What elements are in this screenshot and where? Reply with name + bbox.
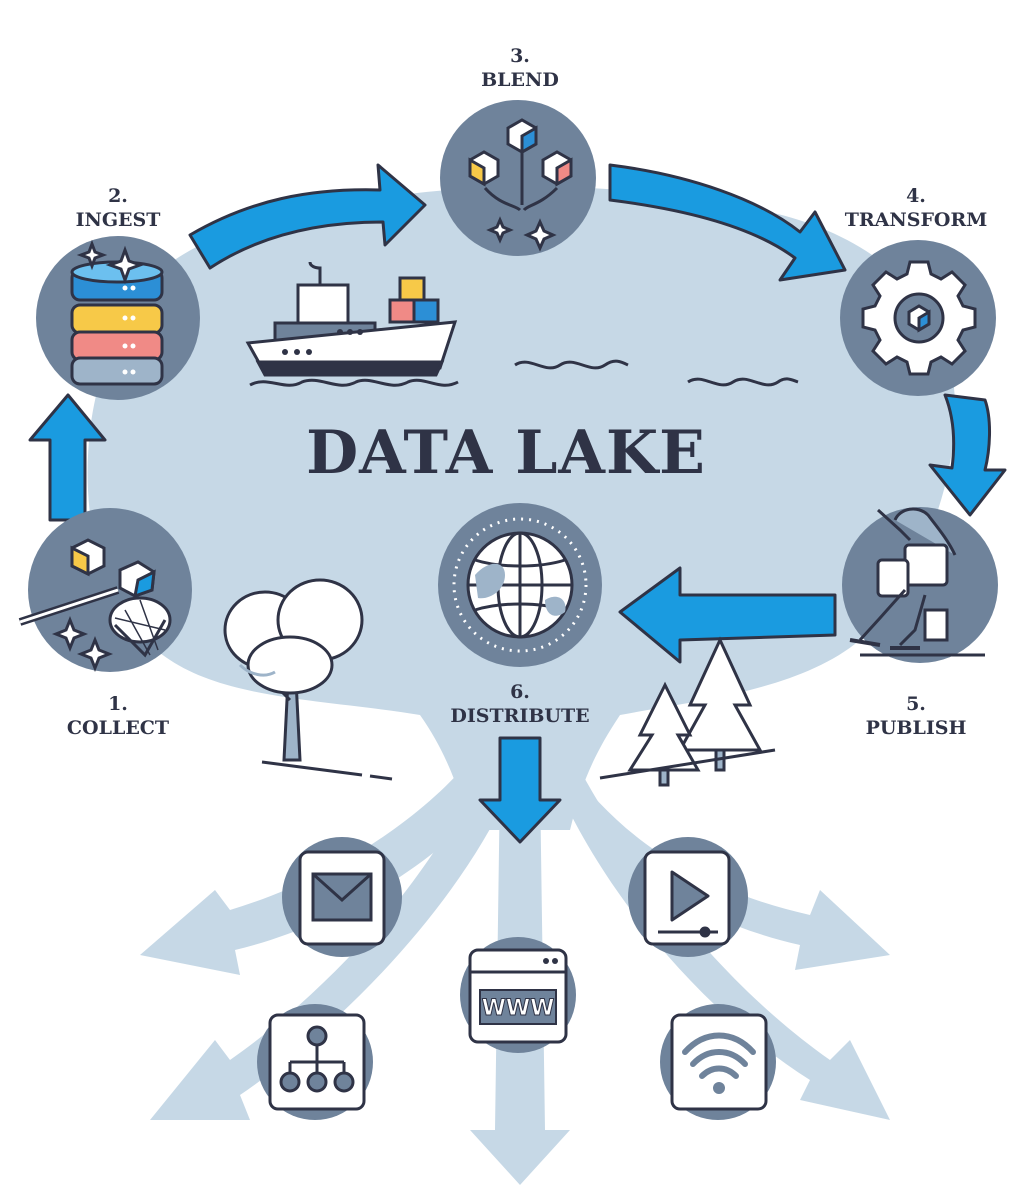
step-publish-icon (842, 507, 998, 663)
step-number: 5. (906, 693, 926, 715)
step-publish-label: 5. PUBLISH (826, 692, 1006, 740)
step-ingest-label: 2. INGEST (28, 184, 208, 232)
step-number: 2. (108, 185, 128, 207)
output-web: WWW (460, 937, 576, 1053)
diagram-title: DATA LAKE (306, 418, 706, 488)
step-blend-label: 3. BLEND (430, 44, 610, 92)
arrow-publish-to-distribute (618, 566, 837, 664)
step-transform-label: 4. TRANSFORM (826, 184, 1006, 232)
output-video (628, 837, 748, 957)
step-number: 4. (906, 185, 926, 207)
arrow-blend-to-transform (608, 163, 847, 282)
step-name: INGEST (75, 209, 161, 231)
step-distribute-label: 6. DISTRIBUTE (430, 680, 610, 728)
step-name: PUBLISH (865, 717, 967, 739)
www-label: WWW (482, 996, 555, 1021)
output-email (282, 837, 402, 957)
arrow-transform-to-publish (928, 393, 1007, 517)
step-name: DISTRIBUTE (450, 705, 590, 727)
step-name: BLEND (481, 69, 559, 91)
cycle-arrows (28, 163, 1007, 844)
email-envelope-icon (311, 872, 373, 922)
hierarchy-network-icon (279, 1025, 355, 1093)
step-number: 1. (108, 693, 128, 715)
pine-trees-illustration (599, 636, 776, 787)
step-number: 6. (510, 681, 530, 703)
arrow-collect-to-ingest (28, 393, 107, 522)
video-play-icon (658, 870, 718, 938)
step-number: 3. (510, 45, 530, 67)
step-distribute-globe-icon (438, 503, 602, 667)
step-transform-icon (840, 240, 996, 396)
arrow-distribute-down (478, 736, 562, 844)
output-wifi (660, 1004, 776, 1120)
step-blend-icon (440, 100, 596, 256)
step-name: COLLECT (66, 717, 170, 739)
output-network (257, 1004, 373, 1120)
step-ingest-icon (36, 236, 200, 400)
arrow-ingest-to-blend (188, 163, 427, 270)
water-waves (514, 359, 799, 387)
wifi-signal-icon (682, 1032, 756, 1094)
web-www-icon: WWW (479, 989, 557, 1025)
step-collect-icon (18, 508, 192, 673)
deciduous-tree-illustration (223, 578, 393, 781)
step-name: TRANSFORM (844, 209, 988, 231)
step-collect-label: 1. COLLECT (28, 692, 208, 740)
cargo-ship-illustration (245, 261, 459, 387)
